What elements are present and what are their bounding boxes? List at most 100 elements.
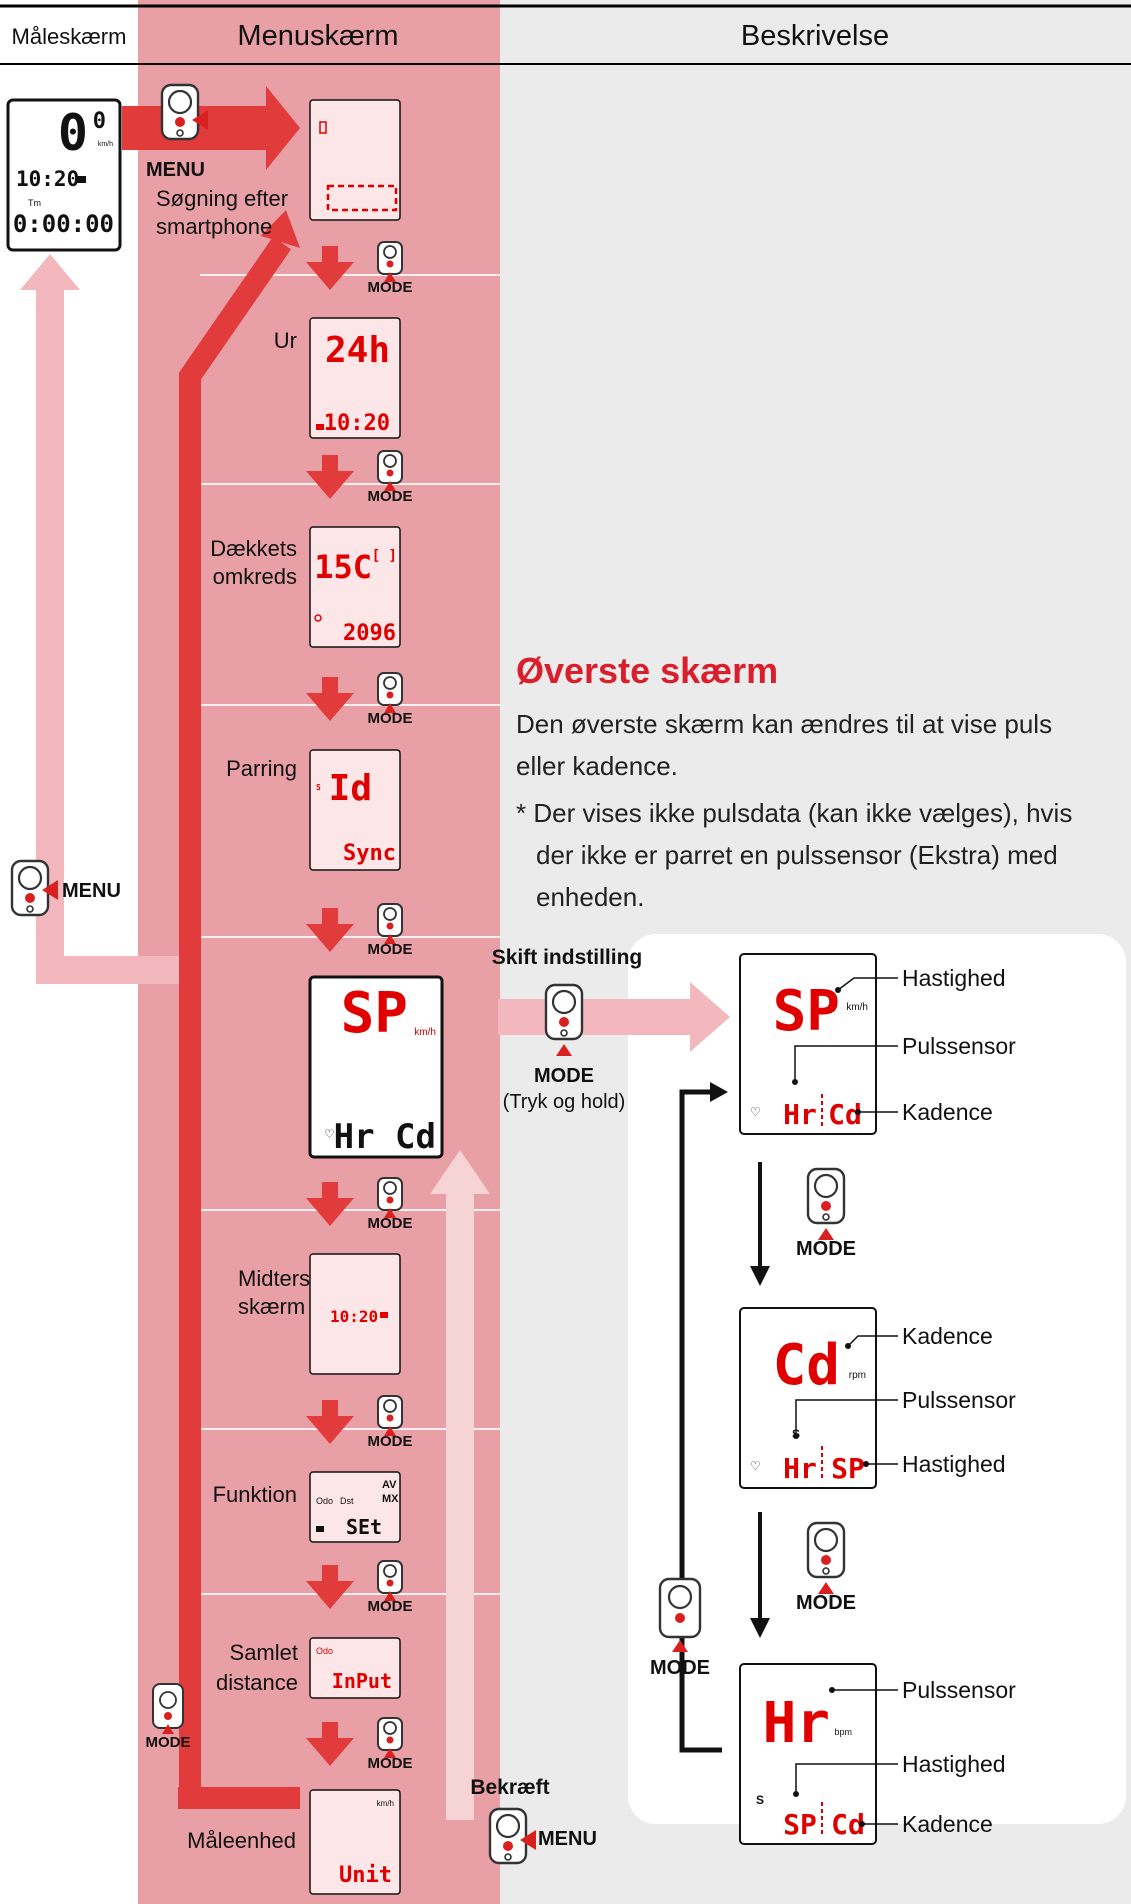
- svg-text:Hr: Hr: [763, 1691, 830, 1756]
- mode-button-4[interactable]: [377, 903, 403, 944]
- mode-button-3[interactable]: [377, 672, 403, 713]
- svg-text:[ ]: [ ]: [372, 548, 397, 564]
- description-para-line1: Den øverste skærm kan ændres til at vise…: [516, 709, 1052, 739]
- screen-unit: km/h Unit: [309, 1789, 401, 1895]
- svg-text:Cd: Cd: [773, 1333, 840, 1398]
- screen-top-highlight: SP km/h ♡ Hr Cd: [308, 975, 444, 1159]
- mid-label-line2: skærm: [238, 1294, 305, 1319]
- unit-label: Måleenhed: [187, 1828, 296, 1853]
- clock-bottom: 10:20: [324, 411, 390, 436]
- mode-label-3: MODE: [368, 710, 413, 727]
- black-arrow-1: [750, 1162, 770, 1286]
- top-bottom: Hr Cd: [334, 1117, 436, 1157]
- top-unit: km/h: [414, 1027, 436, 1038]
- mode-button-7[interactable]: [377, 1560, 403, 1601]
- screen-pairing: Id S Sync: [309, 749, 401, 871]
- function-label: Funktion: [213, 1482, 297, 1507]
- battery-icon: [76, 176, 86, 183]
- mode-option-loop-label: MODE: [650, 1657, 710, 1679]
- mode-button-2[interactable]: [377, 450, 403, 491]
- svg-text:Hr: Hr: [783, 1452, 817, 1485]
- option-screen-speed: SP km/h ♡ Hr Cd: [739, 953, 877, 1135]
- clock-label: Ur: [274, 328, 297, 353]
- measure-clock: 10:20: [16, 167, 79, 191]
- confirm-label: Bekræft: [470, 1776, 549, 1799]
- mode-button-5[interactable]: [377, 1177, 403, 1218]
- mode-button-8[interactable]: [377, 1717, 403, 1758]
- pairing-bottom: Sync: [343, 841, 396, 866]
- mode-option-2-label: MODE: [796, 1592, 856, 1614]
- svg-text:♡: ♡: [324, 1127, 335, 1141]
- unit-bottom: Unit: [339, 1863, 392, 1888]
- menu-button-top[interactable]: [160, 83, 208, 141]
- odo-label-line2: distance: [216, 1670, 298, 1695]
- mode-button-option-1[interactable]: [806, 1167, 846, 1240]
- switch-arrow-shaft: [498, 999, 694, 1035]
- menu-button-left[interactable]: [10, 859, 58, 917]
- svg-text:rpm: rpm: [849, 1370, 866, 1381]
- search-label-line2: smartphone: [156, 214, 272, 239]
- mode-button-switch[interactable]: [544, 983, 584, 1056]
- callout-speed-2: Hastighed: [902, 1451, 1006, 1477]
- callout-dots: [792, 987, 869, 1827]
- mode-label-7: MODE: [368, 1598, 413, 1615]
- measure-time: 0:00:00: [13, 210, 114, 238]
- mode-option-1-label: MODE: [796, 1238, 856, 1260]
- mode-label-8: MODE: [368, 1755, 413, 1772]
- mode-label-5: MODE: [368, 1215, 413, 1232]
- menu-button-confirm[interactable]: [488, 1807, 536, 1865]
- pairing-label: Parring: [226, 756, 297, 781]
- return-arrow-head: [20, 254, 80, 290]
- svg-text:♡: ♡: [750, 1459, 761, 1473]
- callout-cadence-1: Kadence: [902, 1099, 993, 1125]
- screen-middle: 10:20: [309, 1253, 401, 1375]
- menu-button-left-label: MENU: [62, 880, 121, 902]
- loop-arrow-head: [260, 210, 301, 248]
- callout-hr-3: Pulssensor: [902, 1677, 1016, 1703]
- screen-tire: 15C [ ] 2096: [309, 526, 401, 648]
- tire-top: 15C: [314, 548, 372, 586]
- mode-button-option-2[interactable]: [806, 1521, 846, 1594]
- svg-text:Cd: Cd: [828, 1098, 862, 1131]
- mode-label-6: MODE: [368, 1433, 413, 1450]
- description-note-line3: enheden.: [536, 882, 644, 912]
- func-odo: Odo: [316, 1496, 333, 1506]
- clock-top: 24h: [325, 330, 390, 371]
- screen-function: Odo Dst AV MX SEt: [309, 1471, 401, 1543]
- switch-arrow-head: [690, 982, 730, 1052]
- mode-button-option-loop[interactable]: [658, 1577, 702, 1652]
- svg-text:♡: ♡: [750, 1105, 761, 1119]
- menu-button-top-label: MENU: [146, 159, 205, 181]
- screen-clock: 24h 10:20: [309, 317, 401, 439]
- svg-text:SP: SP: [783, 1808, 817, 1841]
- mode-label-1: MODE: [368, 279, 413, 296]
- svg-text:Hr: Hr: [783, 1098, 817, 1131]
- mode-label-4: MODE: [368, 941, 413, 958]
- func-av: AV: [382, 1479, 397, 1491]
- mode-button-loop-label: MODE: [146, 1734, 191, 1751]
- black-arrow-2: [750, 1512, 770, 1638]
- svg-text:bpm: bpm: [834, 1727, 852, 1737]
- option-screen-hr: Hr bpm S SP Cd: [739, 1663, 877, 1845]
- top-main: SP: [341, 981, 408, 1046]
- measure-speed: 0: [58, 104, 88, 162]
- callout-lines: [794, 977, 898, 1825]
- tire-label-line2: omkreds: [213, 564, 297, 589]
- callout-cadence-2: Kadence: [902, 1323, 993, 1349]
- column-header-measure: Måleskærm: [12, 24, 127, 49]
- option-screen-cadence: Cd rpm S ♡ Hr SP: [739, 1307, 877, 1489]
- measure-tm-label: Tm: [28, 198, 41, 208]
- func-mx: MX: [382, 1493, 399, 1505]
- press-hold-label: (Tryk og hold): [503, 1091, 626, 1113]
- mode-button-6[interactable]: [377, 1395, 403, 1436]
- mode-button-loop[interactable]: [152, 1683, 184, 1734]
- menu-enter-arrow-head: [266, 86, 300, 170]
- mode-button-1[interactable]: [377, 241, 403, 282]
- unit-top: km/h: [377, 1799, 394, 1808]
- loop-arrow-path: [179, 236, 292, 1798]
- switch-label: Skift indstilling: [492, 946, 643, 969]
- column-header-description: Beskrivelse: [741, 20, 889, 52]
- description-note-line2: der ikke er parret en pulssensor (Ekstra…: [536, 840, 1058, 870]
- pairing-top: Id: [329, 768, 372, 809]
